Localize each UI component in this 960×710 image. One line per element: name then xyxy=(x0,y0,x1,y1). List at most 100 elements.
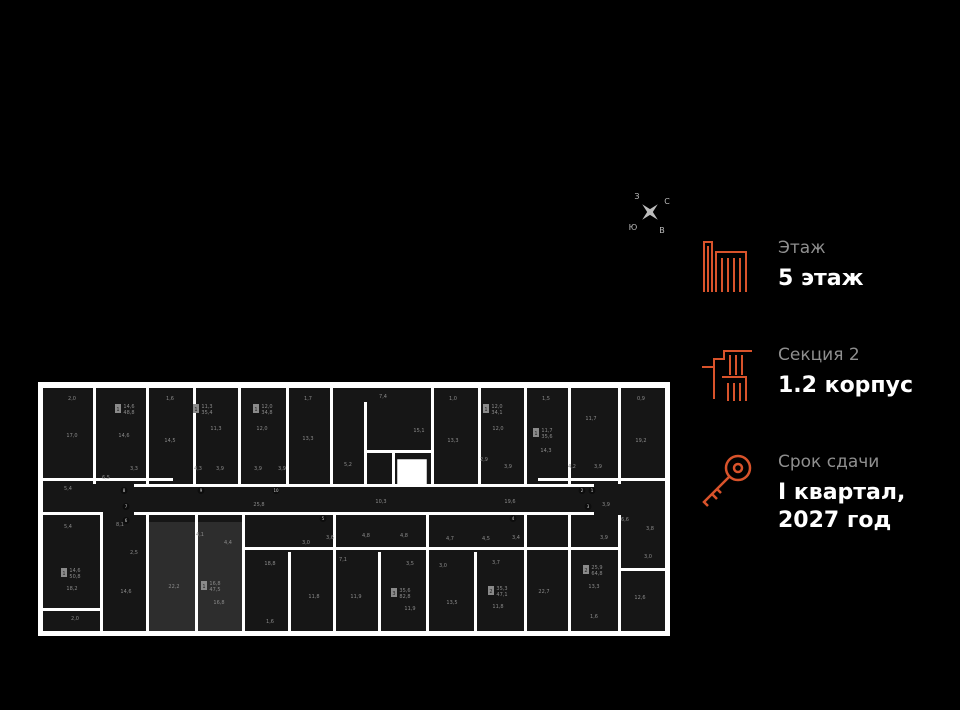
room-area-label: 3,9 xyxy=(504,464,512,470)
apartment-rooms-badge xyxy=(583,565,589,574)
door-marker-label: 6 xyxy=(125,518,128,523)
apartment-living-area: 35,6 xyxy=(399,588,410,594)
room-area-label: 3,9 xyxy=(278,466,286,472)
apartment-living-area: 14,6 xyxy=(69,568,80,574)
room-area-label: 18,2 xyxy=(66,586,77,592)
door-marker xyxy=(120,487,128,494)
info-deadline-line2: 2027 год xyxy=(778,508,892,533)
plan-top-band xyxy=(43,388,665,498)
room-area-label: 1,7 xyxy=(304,396,312,402)
room-area-label: 3,9 xyxy=(216,466,224,472)
room-area-label: 14,6 xyxy=(118,433,129,439)
room-area-label: 25,8 xyxy=(253,502,264,508)
room-area-label: 4,4 xyxy=(224,540,232,546)
room-area-label: 14,3 xyxy=(540,448,551,454)
room-area-label: 5,2 xyxy=(344,462,352,468)
room-area-label: 3,0 xyxy=(644,554,652,560)
info-deadline: Срок сдачи I квартал, 2027 год xyxy=(700,452,950,542)
apartment-rooms-badge xyxy=(483,404,489,413)
compass-south: Ю xyxy=(629,223,638,232)
room-area-label: 1,6 xyxy=(266,619,274,625)
room-area-label: 3,0 xyxy=(439,563,447,569)
door-marker xyxy=(509,515,517,522)
apartment-rooms-count: 3 xyxy=(392,591,395,597)
room-area-label: 19,6 xyxy=(504,499,515,505)
room-area-label: 4,1 xyxy=(196,532,204,538)
room-area-label: 13,3 xyxy=(302,436,313,442)
apartment-living-area: 16,8 xyxy=(209,581,220,587)
door-marker-label: 7 xyxy=(125,504,128,509)
apartment-living-area: 14,6 xyxy=(123,404,134,410)
apartment-rooms-count: 2 xyxy=(584,568,587,574)
room-area-label: 3,0 xyxy=(302,540,310,546)
compass-star-icon xyxy=(642,204,658,220)
room-area-label: 4,2 xyxy=(568,464,576,470)
door-marker-label: 1 xyxy=(591,488,594,493)
door-marker xyxy=(578,487,586,494)
room-area-label: 12,6 xyxy=(634,595,645,601)
room-area-label: 3,5 xyxy=(406,561,414,567)
room-area-label: 3,6 xyxy=(326,535,334,541)
info-section: Секция 2 1.2 корпус xyxy=(700,345,950,405)
room-area-label: 6,6 xyxy=(621,517,629,523)
compass-rose: З С Ю В xyxy=(629,192,671,235)
room-area-label: 1,0 xyxy=(449,396,457,402)
door-marker xyxy=(584,503,592,510)
info-floor-label: Этаж xyxy=(778,238,826,258)
room-area-label: 4,7 xyxy=(446,536,454,542)
apartment-rooms-badge xyxy=(61,568,67,577)
room-area-label: 17,0 xyxy=(66,433,77,439)
room-area-label: 22,2 xyxy=(168,584,179,590)
apartment-total-area: 34,1 xyxy=(491,410,502,416)
apartment-rooms-badge xyxy=(391,588,397,597)
room-area-label: 7,4 xyxy=(379,394,387,400)
door-marker-label: 5 xyxy=(322,516,325,521)
apartment-total-area: 64,8 xyxy=(591,571,602,577)
room-area-label: 11,8 xyxy=(492,604,503,610)
room-area-label: 11,7 xyxy=(585,416,596,422)
apartment-total-area: 35,4 xyxy=(201,410,212,416)
room-area-label: 14,5 xyxy=(164,438,175,444)
room-area-label: 22,7 xyxy=(538,589,549,595)
apartment-rooms-badge xyxy=(533,428,539,437)
room-area-label: 13,5 xyxy=(446,600,457,606)
room-area-label: 3,9 xyxy=(254,466,262,472)
room-area-label: 2,9 xyxy=(480,457,488,463)
room-area-label: 11,3 xyxy=(210,426,221,432)
apartment-rooms-count: 1 xyxy=(202,584,205,590)
room-area-label: 1,6 xyxy=(590,614,598,620)
room-area-label: 2,0 xyxy=(68,396,76,402)
room-area-label: 5,4 xyxy=(64,524,72,530)
room-area-label: 5,4 xyxy=(64,486,72,492)
door-marker xyxy=(588,487,596,494)
apartment-living-area: 12,0 xyxy=(261,404,272,410)
room-area-label: 11,9 xyxy=(404,606,415,612)
door-marker xyxy=(122,503,130,510)
room-area-label: 3,8 xyxy=(646,526,654,532)
info-deadline-value: I квартал, 2027 год xyxy=(778,479,905,535)
door-marker xyxy=(122,517,130,524)
room-area-label: 10,3 xyxy=(375,499,386,505)
stairs-building-icon xyxy=(702,350,752,401)
apartment-total-area: 50,8 xyxy=(69,574,80,580)
apartment-rooms-count: 1 xyxy=(194,407,197,413)
info-floor-value: 5 этаж xyxy=(778,266,864,291)
apartment-total-area: 82,8 xyxy=(399,594,410,600)
apartment-total-area: 48,8 xyxy=(123,410,134,416)
door-marker-label: 4 xyxy=(512,516,515,521)
room-area-label: 2,5 xyxy=(130,550,138,556)
room-area-label: 7,1 xyxy=(339,557,347,563)
apartment-living-area: 35,3 xyxy=(496,586,507,592)
room-area-label: 12,0 xyxy=(492,426,503,432)
door-marker-label: 8 xyxy=(123,488,126,493)
door-marker xyxy=(272,487,280,494)
compass-north: С xyxy=(664,197,670,206)
apartment-tag: 3 35,682,8 xyxy=(391,588,411,600)
room-area-label: 1,5 xyxy=(542,396,550,402)
apartment-total-area: 47,1 xyxy=(496,592,507,598)
building-icon xyxy=(703,241,747,292)
